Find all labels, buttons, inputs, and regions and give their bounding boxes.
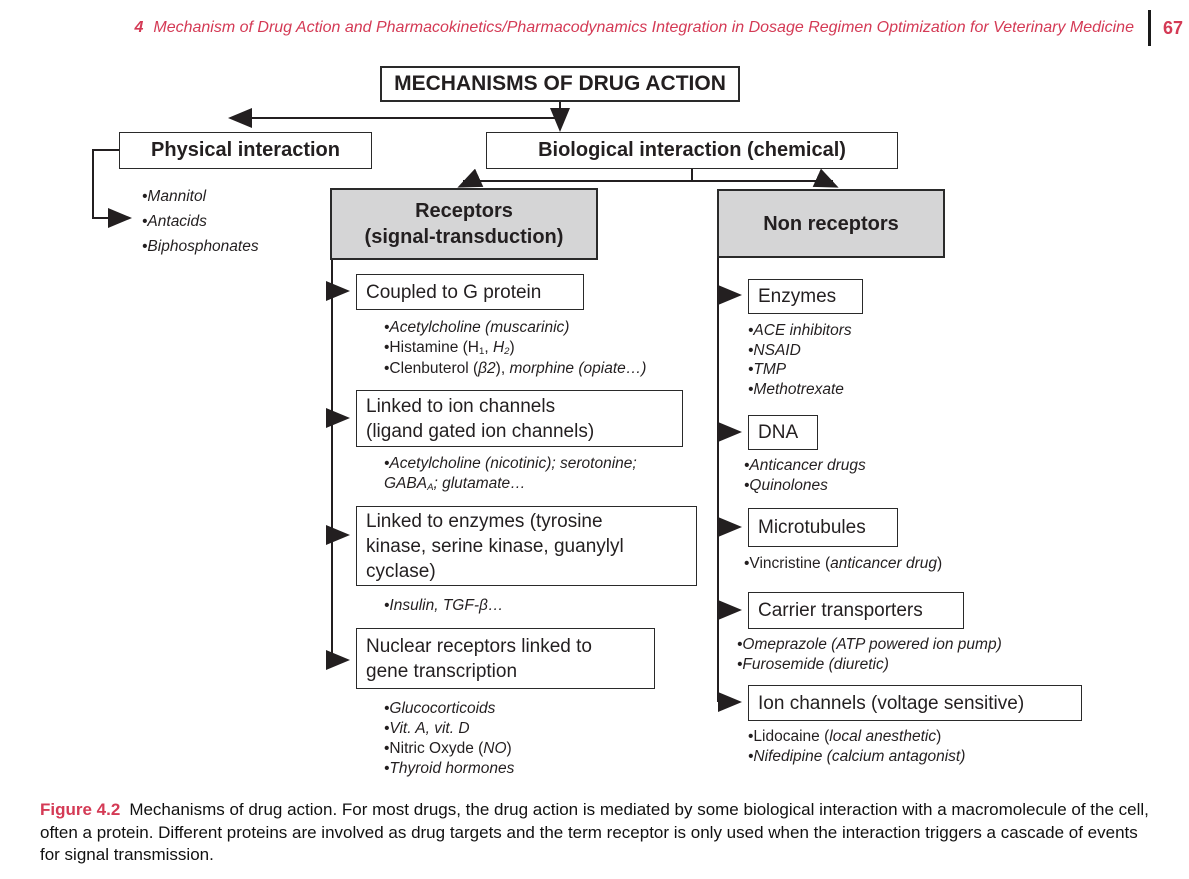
bullet-item: •Clenbuterol (β2), morphine (opiate…) — [384, 360, 647, 377]
node-enzymes: Enzymes — [748, 279, 863, 314]
figure-caption-label: Figure 4.2 — [40, 800, 121, 819]
node-carrier-transporters: Carrier transporters — [748, 592, 964, 629]
node-linked-ion-channels: Linked to ion channels (ligand gated ion… — [356, 390, 683, 447]
bullet-item: GABAA; glutamate… — [384, 474, 526, 494]
figure-caption-text: Mechanisms of drug action. For most drug… — [40, 800, 1149, 864]
nuclear-receptor-examples: •Glucocorticoids •Vit. A, vit. D •Nitric… — [384, 699, 514, 779]
node-biological-interaction: Biological interaction (chemical) — [486, 132, 898, 169]
bullet-item: •TMP — [748, 361, 787, 378]
bullet-item: •Insulin, TGF-β… — [384, 597, 504, 614]
bullet-item: •Antacids — [142, 213, 207, 230]
dna-examples: •Anticancer drugs •Quinolones — [744, 456, 866, 495]
bullet-item: •Vit. A, vit. D — [384, 720, 470, 737]
linked-enzymes-examples: •Insulin, TGF-β… — [384, 596, 503, 616]
bullet-item: •Anticancer drugs — [744, 457, 866, 474]
chapter-number: 4 — [134, 19, 144, 36]
bullet-item: •Methotrexate — [748, 380, 844, 398]
node-physical-interaction: Physical interaction — [119, 132, 372, 169]
page-number: 67 — [1162, 17, 1183, 38]
bullet-item: •Omeprazole (ATP powered ion pump) — [737, 636, 1002, 653]
bullet-item: •Quinolones — [744, 476, 828, 494]
node-ion-channels-voltage: Ion channels (voltage sensitive) — [748, 685, 1082, 721]
bullet-item: •Acetylcholine (muscarinic) — [384, 319, 570, 336]
node-microtubules: Microtubules — [748, 508, 898, 547]
bullet-item: •ACE inhibitors — [748, 322, 852, 339]
bullet-item: •Furosemide (diuretic) — [737, 656, 889, 673]
bullet-item: •Mannitol — [142, 188, 207, 205]
bullet-item: •Biphosphonates — [142, 238, 259, 255]
bullet-item: •Vincristine (anticancer drug) — [744, 555, 943, 572]
bullet-item: •Glucocorticoids — [384, 700, 496, 717]
bullet-item: •Nifedipine (calcium antagonist) — [748, 748, 966, 765]
microtubules-examples: •Vincristine (anticancer drug) — [744, 554, 942, 574]
node-coupled-g-protein: Coupled to G protein — [356, 274, 584, 310]
node-nuclear-receptors: Nuclear receptors linked to gene transcr… — [356, 628, 655, 689]
bullet-item: •Lidocaine (local anesthetic) — [748, 728, 942, 745]
chapter-title: Mechanism of Drug Action and Pharmacokin… — [153, 19, 1134, 36]
g-protein-examples: •Acetylcholine (muscarinic) •Histamine (… — [384, 318, 646, 379]
physical-examples: •Mannitol •Antacids •Biphosphonates — [142, 184, 259, 259]
bullet-item: •NSAID — [748, 341, 801, 359]
bullet-item: •Nitric Oxyde (NO) — [384, 740, 512, 757]
bullet-item: •Acetylcholine (nicotinic); serotonine; — [384, 455, 637, 472]
header-divider — [1147, 10, 1151, 46]
node-linked-enzymes: Linked to enzymes (tyrosine kinase, seri… — [356, 506, 697, 586]
node-mechanisms-of-drug-action: MECHANISMS OF DRUG ACTION — [380, 66, 740, 102]
node-dna: DNA — [748, 415, 818, 450]
node-receptors-group: Receptors (signal-transduction) — [330, 188, 598, 260]
bullet-item: •Thyroid hormones — [384, 760, 515, 777]
bullet-item: •Histamine (H1, H2) — [384, 338, 515, 358]
ion-channel-examples: •Acetylcholine (nicotinic); serotonine; … — [384, 454, 637, 495]
enzymes-examples: •ACE inhibitors •NSAID •TMP •Methotrexat… — [748, 321, 852, 399]
carrier-transporter-examples: •Omeprazole (ATP powered ion pump) •Furo… — [737, 635, 1002, 675]
node-non-receptors-group: Non receptors — [717, 189, 945, 258]
voltage-channel-examples: •Lidocaine (local anesthetic) •Nifedipin… — [748, 727, 965, 767]
page-header: 4 Mechanism of Drug Action and Pharmacok… — [134, 8, 1183, 48]
